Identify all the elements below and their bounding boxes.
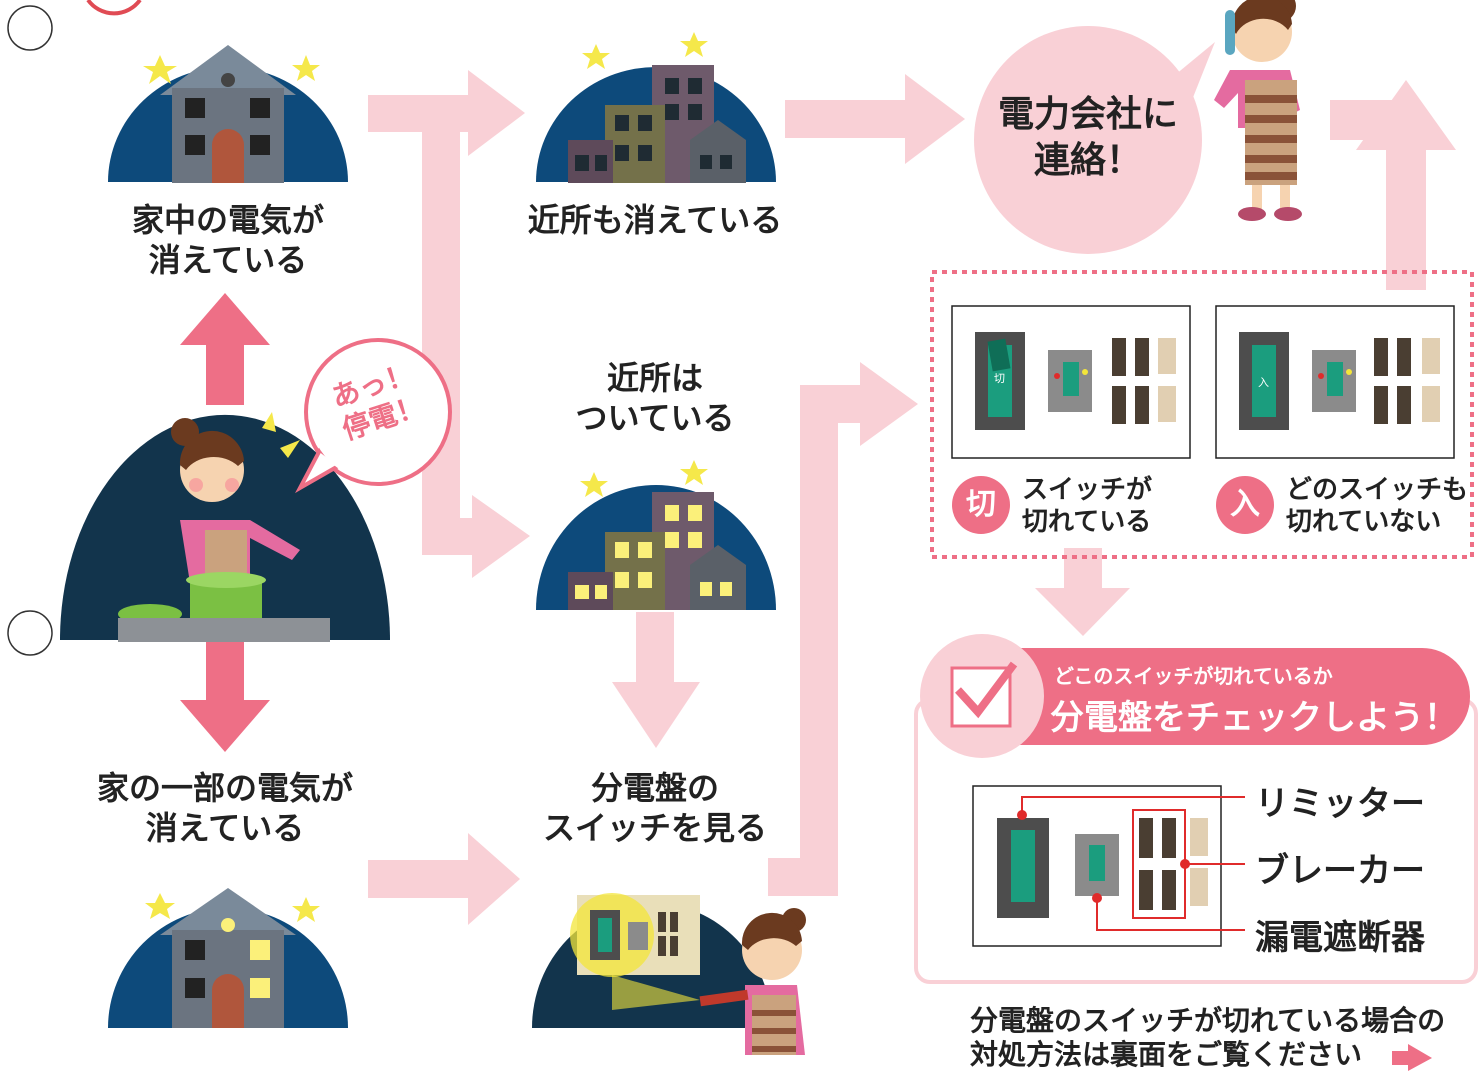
part-breaker: ブレーカー bbox=[1255, 851, 1425, 891]
check-box-subtitle: どこのスイッチが切れているか bbox=[1054, 664, 1333, 688]
part-limiter: リミッター bbox=[1255, 784, 1425, 824]
punch-hole-top bbox=[7, 5, 53, 51]
panel-off-illustration bbox=[951, 305, 1191, 459]
main-arrows bbox=[180, 293, 270, 752]
footer-arrow bbox=[1392, 1044, 1432, 1071]
label-check-panel: 分電盤の スイッチを見る bbox=[542, 769, 767, 847]
flow-arrows bbox=[368, 70, 1456, 925]
label-partial-out: 家の一部の電気が 消えている bbox=[96, 769, 353, 847]
punch-hole-bottom bbox=[7, 610, 53, 656]
neighborhood-dark-illustration bbox=[536, 32, 776, 183]
power-company-bubble bbox=[974, 26, 1215, 254]
house-dark-illustration bbox=[108, 45, 348, 183]
label-neighborhood-on: 近所は ついている bbox=[575, 359, 735, 437]
outage-speech-bubble bbox=[295, 338, 452, 494]
label-neighborhood-out: 近所も消えている bbox=[527, 201, 783, 239]
label-house-all-out: 家中の電気が 消えている bbox=[131, 201, 324, 279]
badge-on: 入 bbox=[1216, 476, 1274, 534]
woman-flashlight-illustration bbox=[532, 893, 806, 1055]
label-call-power-company: 電力会社に 連絡！ bbox=[997, 94, 1178, 181]
badge-off: 切 bbox=[952, 476, 1010, 534]
panel-state-dashed-box bbox=[930, 270, 1474, 559]
distribution-board-diagram bbox=[972, 785, 1245, 947]
label-switch-on: どのスイッチも 切れていない bbox=[1286, 475, 1469, 537]
footer-note: 分電盤のスイッチが切れている場合の 対処方法は裏面をご覧ください bbox=[970, 1004, 1446, 1071]
switch-off-mark: 切 bbox=[994, 372, 1005, 385]
switch-on-mark: 入 bbox=[1258, 376, 1269, 389]
part-earth-leakage-breaker: 漏電遮断器 bbox=[1255, 918, 1425, 958]
house-partial-lit-illustration bbox=[108, 888, 348, 1028]
panel-on-illustration bbox=[1215, 305, 1455, 459]
check-box-title: 分電盤をチェックしよう！ bbox=[1050, 698, 1458, 738]
woman-on-phone-illustration bbox=[1214, 0, 1302, 221]
label-switch-off: スイッチが 切れている bbox=[1022, 475, 1153, 537]
neighborhood-lit-illustration bbox=[536, 460, 776, 610]
